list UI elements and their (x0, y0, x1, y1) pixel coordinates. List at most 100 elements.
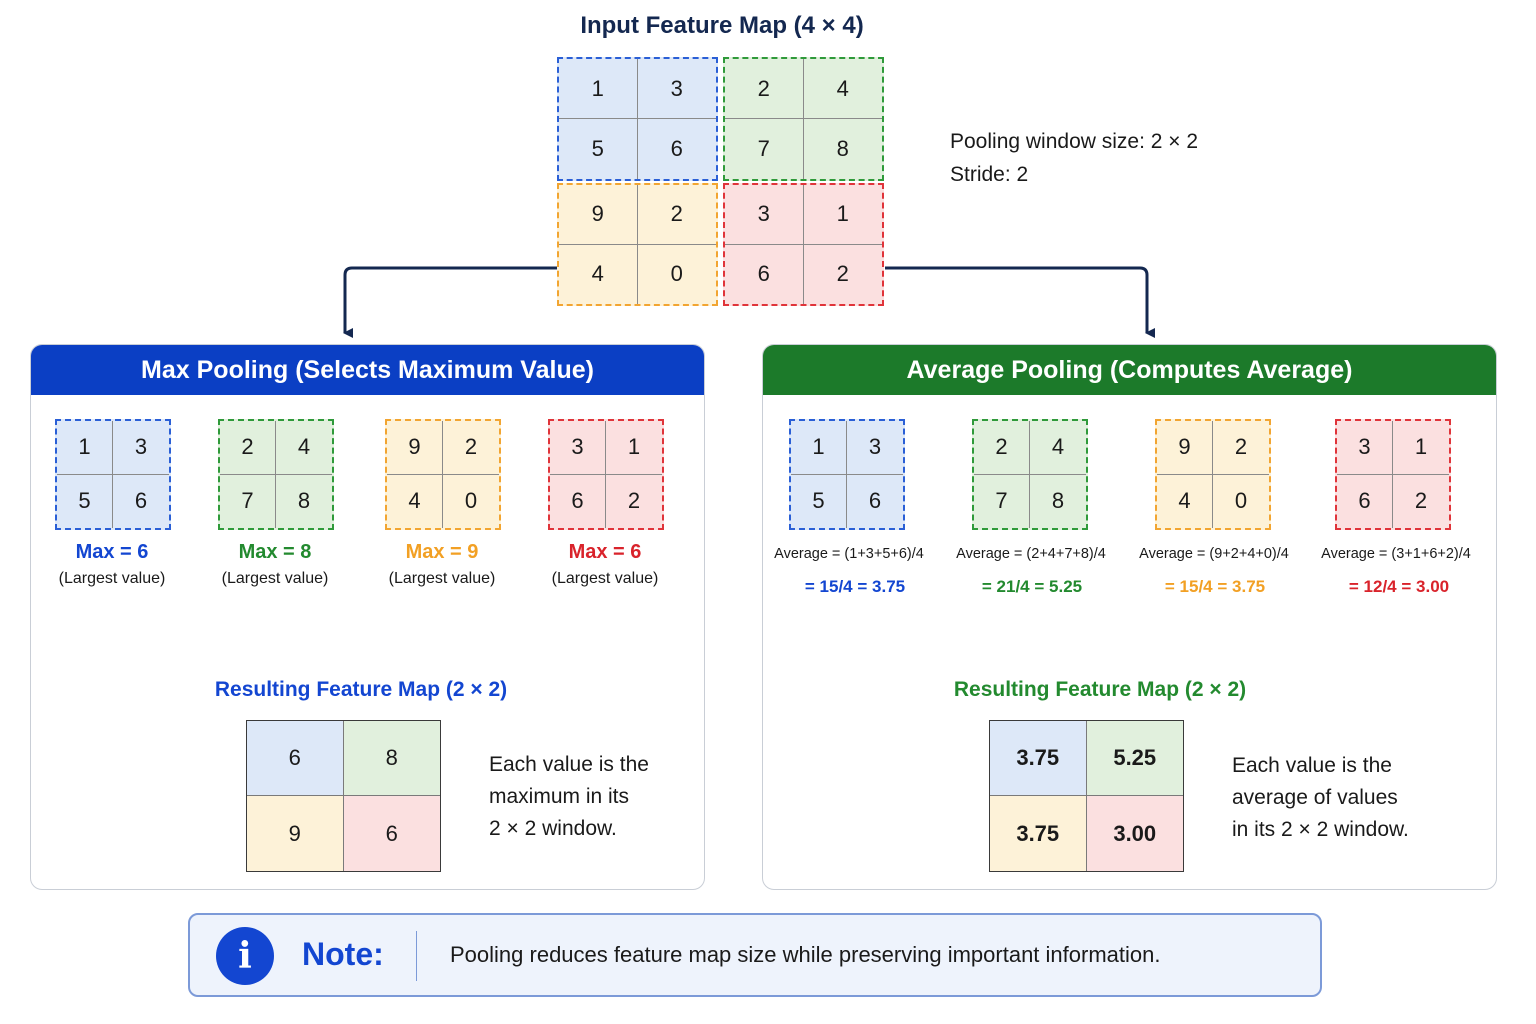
max-cell: 4 (387, 474, 443, 528)
note-divider (416, 931, 417, 981)
avg-result-blue: = 15/4 = 3.75 (804, 577, 906, 596)
max-cell: 7 (220, 474, 276, 528)
note-text: Pooling reduces feature map size while p… (450, 942, 1161, 967)
max-note: (Largest value) (551, 570, 659, 587)
avg-result-cell: 3.75 (990, 796, 1087, 871)
input-block-blue: 1 3 5 6 (557, 57, 718, 181)
input-block-green: 2 4 7 8 (723, 57, 884, 181)
avg-formula: Average = (3+1+6+2)/4 (1321, 546, 1471, 562)
input-cell: 4 (803, 59, 882, 119)
avg-block-red: 3 1 6 2 (1335, 419, 1451, 530)
max-cell: 2 (443, 421, 499, 475)
max-cell: 6 (550, 474, 606, 528)
max-cell: 1 (57, 421, 113, 475)
input-cell: 0 (670, 261, 683, 287)
avg-block-green: 2 4 7 8 (972, 419, 1088, 530)
avg-block-orange: 9 2 4 0 (1155, 419, 1271, 530)
avg-result-cell: 3.00 (1086, 796, 1183, 871)
avg-cell: 4 (1030, 421, 1086, 475)
max-result-orange: Max = 9 (405, 541, 479, 563)
input-block-red: 3 1 6 2 (723, 183, 884, 306)
max-cell: 9 (387, 421, 443, 475)
max-cell: 3 (113, 421, 169, 475)
arrow-to-avg-panel (885, 266, 1155, 338)
input-cell: 6 (670, 136, 683, 161)
avg-cell: 2 (1213, 421, 1269, 475)
max-result-cell: 6 (343, 796, 440, 871)
avg-block-blue: 1 3 5 6 (789, 419, 905, 530)
max-result-cell: 9 (247, 796, 344, 871)
max-result-cell: 8 (343, 721, 440, 796)
note-label: Note: (302, 936, 384, 972)
input-cell: 3 (725, 185, 804, 245)
avg-cell: 8 (1051, 488, 1065, 514)
max-cell: 8 (297, 488, 311, 514)
avg-formula: Average = (1+3+5+6)/4 (774, 546, 924, 562)
avg-result-red: = 12/4 = 3.00 (1348, 577, 1450, 596)
note-box: i Note: Pooling reduces feature map size… (188, 913, 1322, 997)
input-cell: 5 (559, 119, 638, 179)
input-cell: 7 (725, 119, 804, 179)
max-cell: 1 (606, 421, 662, 475)
input-cell: 4 (559, 244, 638, 304)
max-pooling-header: Max Pooling (Selects Maximum Value) (31, 345, 704, 395)
max-cell: 0 (464, 488, 478, 514)
input-cell: 1 (803, 185, 882, 245)
avg-cell: 0 (1234, 488, 1248, 514)
avg-formula: Average = (9+2+4+0)/4 (1139, 546, 1289, 562)
avg-cell: 3 (1337, 421, 1393, 475)
input-cell: 1 (559, 59, 638, 119)
pooling-window-size-label: Pooling window size: 2 × 2 (950, 130, 1199, 153)
max-result-green: Max = 8 (238, 541, 312, 563)
max-cell: 6 (134, 488, 148, 514)
info-icon: i (216, 927, 274, 985)
avg-cell: 2 (1414, 488, 1428, 514)
max-result-blue: Max = 6 (75, 541, 149, 563)
max-result-red: Max = 6 (568, 541, 642, 563)
input-cell: 9 (559, 185, 638, 245)
max-result-map-title: Resulting Feature Map (2 × 2) (214, 678, 508, 701)
avg-cell: 6 (1337, 474, 1393, 528)
max-explanation-line: 2 × 2 window. (489, 817, 617, 840)
avg-cell: 6 (868, 488, 882, 514)
max-note: (Largest value) (58, 570, 166, 587)
max-note: (Largest value) (221, 570, 329, 587)
avg-result-map: 3.75 5.25 3.75 3.00 (989, 720, 1184, 872)
max-cell: 3 (550, 421, 606, 475)
avg-cell: 9 (1157, 421, 1213, 475)
avg-explanation: Each value is the average of values in i… (1232, 750, 1409, 846)
max-cell: 5 (57, 474, 113, 528)
input-cell: 2 (725, 59, 804, 119)
input-cell: 8 (836, 136, 849, 161)
avg-cell: 7 (974, 474, 1030, 528)
max-explanation-line: maximum in its (489, 785, 630, 808)
avg-explanation-line: average of values (1232, 786, 1398, 809)
max-block-green: 2 4 7 8 (218, 419, 334, 530)
max-explanation: Each value is the maximum in its 2 × 2 w… (489, 749, 649, 845)
average-pooling-header: Average Pooling (Computes Average) (763, 345, 1496, 395)
arrow-to-max-panel (343, 266, 557, 338)
input-cell: 2 (637, 185, 716, 245)
input-block-orange: 9 2 4 0 (557, 183, 718, 306)
avg-explanation-line: Each value is the (1232, 754, 1392, 777)
avg-result-cell: 5.25 (1086, 721, 1183, 796)
avg-cell: 4 (1157, 474, 1213, 528)
max-cell: 2 (220, 421, 276, 475)
max-result-cell: 6 (247, 721, 344, 796)
input-cell: 2 (836, 261, 849, 287)
avg-explanation-line: in its 2 × 2 window. (1232, 818, 1409, 841)
input-cell: 3 (637, 59, 716, 119)
max-explanation-line: Each value is the (489, 753, 649, 776)
max-cell: 4 (276, 421, 332, 475)
avg-cell: 5 (791, 474, 847, 528)
max-block-blue: 1 3 5 6 (55, 419, 171, 530)
max-cell: 2 (627, 488, 641, 514)
avg-cell: 2 (974, 421, 1030, 475)
max-note: (Largest value) (388, 570, 496, 587)
max-block-red: 3 1 6 2 (548, 419, 664, 530)
avg-cell: 1 (791, 421, 847, 475)
input-feature-map-title: Input Feature Map (4 × 4) (580, 12, 864, 39)
stride-label: Stride: 2 (950, 163, 1029, 186)
avg-result-map-title: Resulting Feature Map (2 × 2) (953, 678, 1247, 701)
avg-cell: 3 (847, 421, 903, 475)
